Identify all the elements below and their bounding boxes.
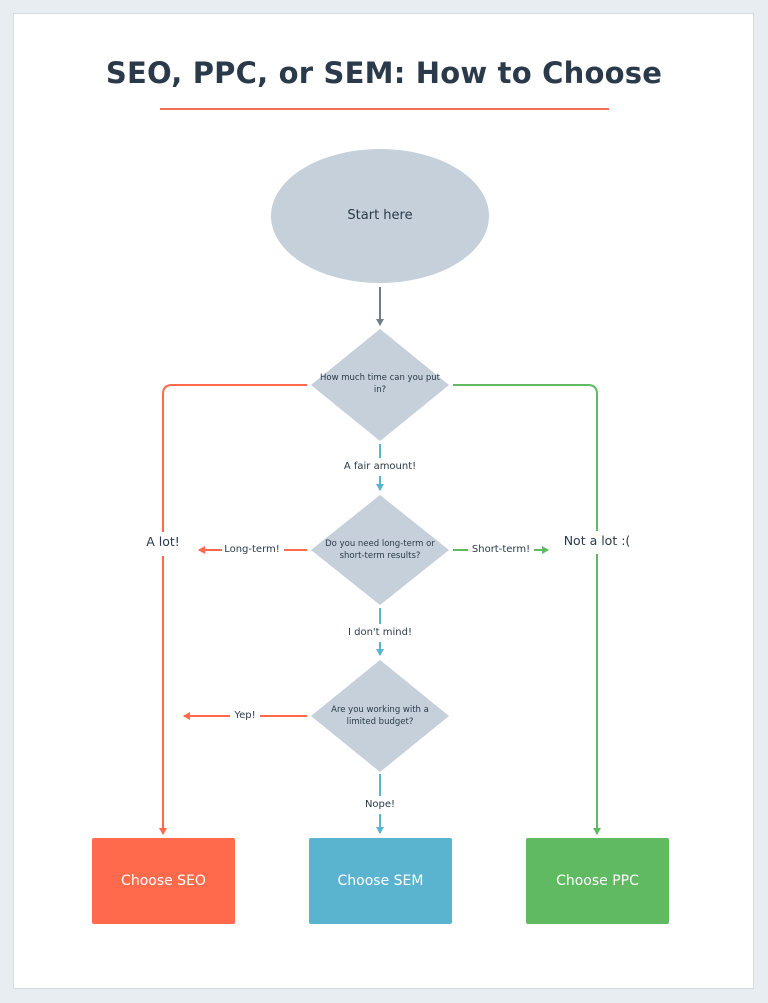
decision-term-label: Do you need long-term or short-term resu… <box>325 539 435 562</box>
edge-label-short-term: Short-term! <box>468 545 534 555</box>
edge-label-yep: Yep! <box>230 711 260 721</box>
outcome-sem-label: Choose SEM <box>337 873 424 889</box>
start-node-label: Start here <box>347 208 413 223</box>
decision-time <box>311 329 449 441</box>
decision-time-label: How much time can you put in? <box>320 373 440 396</box>
edge-label-a-lot: A lot! <box>143 535 183 549</box>
edge-time-to-ppc-a <box>453 384 598 531</box>
decision-term <box>311 495 449 605</box>
outcome-ppc-label: Choose PPC <box>556 873 639 889</box>
edge-label-fair-amount: A fair amount! <box>340 462 420 472</box>
edge-label-not-a-lot: Not a lot :( <box>562 533 632 548</box>
outcome-seo-label: Choose SEO <box>121 873 206 889</box>
outcome-seo: Choose SEO <box>92 838 235 924</box>
outcome-ppc: Choose PPC <box>526 838 669 924</box>
edge-label-dont-mind: I don't mind! <box>340 628 420 638</box>
edge-label-long-term: Long-term! <box>222 545 282 555</box>
page-title: SEO, PPC, or SEM: How to Choose <box>105 56 663 90</box>
edge-time-to-seo-a <box>162 384 307 532</box>
edge-label-nope: Nope! <box>355 800 405 810</box>
title-underline <box>160 108 609 110</box>
start-node <box>271 149 489 283</box>
decision-budget-label: Are you working with a limited budget? <box>331 705 429 728</box>
outcome-sem: Choose SEM <box>309 838 452 924</box>
decision-budget <box>311 660 449 772</box>
